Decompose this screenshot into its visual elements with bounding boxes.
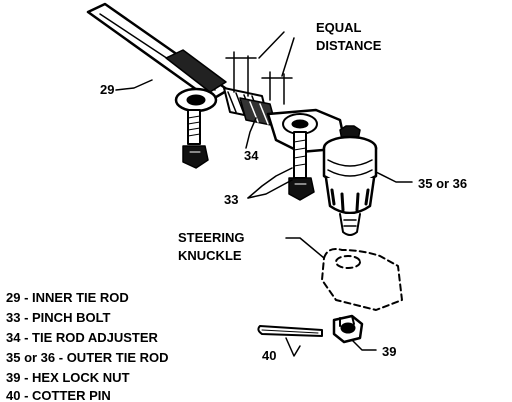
equal-label-line1: EQUAL xyxy=(316,20,362,35)
legend-item: 40 - COTTER PIN xyxy=(6,388,111,402)
equal-distance-marks xyxy=(225,31,295,105)
pinch-bolt-right xyxy=(288,131,315,201)
outer-tie-rod-housing xyxy=(322,125,378,236)
legend-item: 39 - HEX LOCK NUT xyxy=(6,370,130,385)
part-35-36-label: 35 or 36 xyxy=(418,176,467,191)
steering-label-line2: KNUCKLE xyxy=(178,248,242,263)
callout-leaders xyxy=(115,79,413,357)
pinch-bolt-left xyxy=(182,109,209,169)
inner-tie-rod xyxy=(86,2,230,102)
parts-legend: 29 - INNER TIE ROD 33 - PINCH BOLT 34 - … xyxy=(6,290,169,402)
hex-lock-nut xyxy=(332,314,364,344)
legend-item: 33 - PINCH BOLT xyxy=(6,310,111,325)
part-33-label: 33 xyxy=(224,192,238,207)
steering-knuckle-outline xyxy=(321,248,403,311)
tie-rod-adjuster xyxy=(223,87,277,127)
legend-item: 35 or 36 - OUTER TIE ROD xyxy=(6,350,169,365)
part-40-label: 40 xyxy=(262,348,276,363)
inner-clamp xyxy=(174,87,218,113)
part-39-label: 39 xyxy=(382,344,396,359)
part-34-label: 34 xyxy=(244,148,259,163)
cotter-pin xyxy=(257,325,323,337)
legend-item: 29 - INNER TIE ROD xyxy=(6,290,129,305)
part-29-label: 29 xyxy=(100,82,114,97)
equal-label-line2: DISTANCE xyxy=(316,38,382,53)
legend-item: 34 - TIE ROD ADJUSTER xyxy=(6,330,159,345)
steering-label-line1: STEERING xyxy=(178,230,244,245)
